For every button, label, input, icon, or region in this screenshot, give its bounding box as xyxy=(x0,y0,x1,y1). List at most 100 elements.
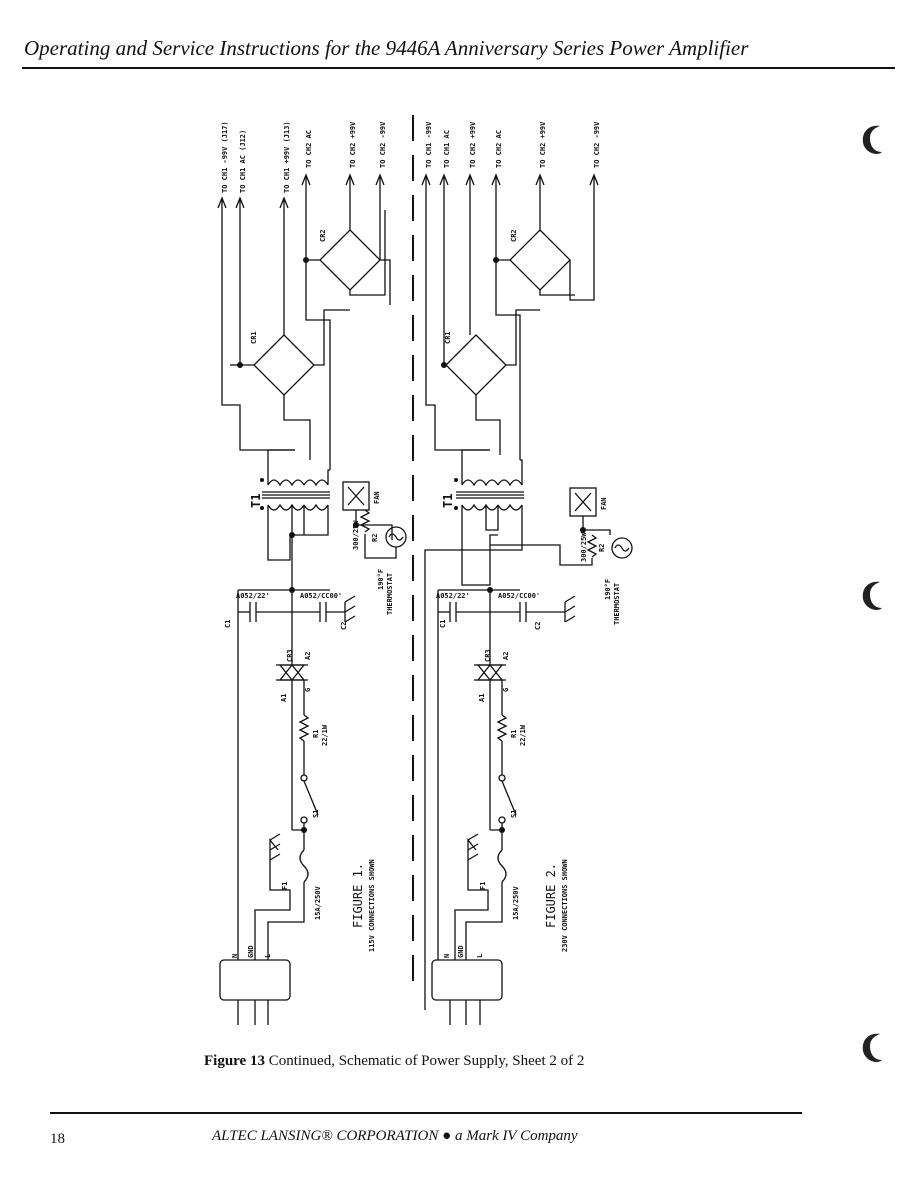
l-label: L xyxy=(264,954,272,958)
a2-label: A2 xyxy=(304,652,312,660)
r2-value: 300/25W xyxy=(580,532,588,562)
c1-value: A052/22' xyxy=(236,592,270,600)
bridge-rectifier-cr1 xyxy=(445,334,507,396)
gnd-label: GND xyxy=(457,945,465,958)
footer-rule xyxy=(50,1112,802,1114)
r2-value: 300/25W xyxy=(352,520,360,550)
triac-cr3 xyxy=(278,663,306,681)
a1-label: A1 xyxy=(280,694,288,702)
c1-label: C1 xyxy=(439,620,447,628)
n-label: N xyxy=(231,954,239,958)
switch-contact xyxy=(300,774,308,782)
page-number: 18 xyxy=(50,1131,65,1147)
figure-2-schematic: TO CH1 -99V TO CH1 AC TO CH2 +99V TO CH2… xyxy=(421,121,633,1025)
figure-1-title: FIGURE 1. xyxy=(351,863,365,928)
power-plug-icon xyxy=(219,959,291,1001)
figure-1-subtitle: 115V CONNECTIONS SHOWN xyxy=(368,859,376,952)
footer-company: ALTEC LANSING® CORPORATION ● a Mark IV C… xyxy=(212,1128,578,1144)
f1-value: 15A/250V xyxy=(314,885,322,920)
r1-value: 22/1W xyxy=(519,724,527,746)
f1-label: F1 xyxy=(281,882,289,890)
bridge-rectifier-cr1 xyxy=(253,334,315,396)
connector-arrow xyxy=(589,173,599,186)
ground-symbol xyxy=(564,595,576,623)
connector-arrow xyxy=(375,173,385,186)
power-supply-schematic: TO CH1 -99V (J17) TO CH1 AC (J12) TO CH1… xyxy=(217,115,633,1025)
binder-hole-icon xyxy=(862,581,882,610)
resistor-r2 xyxy=(359,509,371,533)
g-label: G xyxy=(502,688,510,692)
header-rule xyxy=(22,67,895,69)
connector-label: TO CH2 +99V xyxy=(469,121,477,168)
c2-value: A052/CC00' xyxy=(300,592,342,600)
a1-label: A1 xyxy=(478,694,486,702)
thermostat-label: THERMOSTAT xyxy=(386,573,394,615)
connector-arrow xyxy=(235,196,245,209)
binder-hole-icon xyxy=(862,125,882,154)
connector-label: TO CH2 +99V xyxy=(539,121,547,168)
connector-arrow xyxy=(345,173,355,186)
c1-label: C1 xyxy=(224,620,232,628)
connector-arrow xyxy=(279,196,289,209)
switch-s1 xyxy=(303,780,319,816)
connector-label: TO CH2 -99V xyxy=(593,121,601,168)
thermostat-icon xyxy=(611,537,633,559)
connector-arrow xyxy=(465,173,475,186)
triac-cr3 xyxy=(476,663,504,681)
fuse-f1 xyxy=(497,849,507,883)
figure-2-subtitle: 230V CONNECTIONS SHOWN xyxy=(561,859,569,952)
l-label: L xyxy=(476,954,484,958)
bridge-rectifier-cr2 xyxy=(509,229,571,291)
cr2-label: CR2 xyxy=(319,229,327,242)
fuse-f1 xyxy=(299,849,309,883)
c2-value: A052/CC00' xyxy=(498,592,540,600)
cr2-label: CR2 xyxy=(510,229,518,242)
transformer-secondary xyxy=(461,479,499,487)
c2-label: C2 xyxy=(340,622,348,630)
thermostat-temp: 190°F xyxy=(604,579,612,600)
connector-label: TO CH1 +99V (J13) xyxy=(283,121,291,193)
r2-label: R2 xyxy=(598,544,606,552)
cr3-label: CR3 xyxy=(484,649,492,662)
page-header: Operating and Service Instructions for t… xyxy=(24,36,749,60)
caption-text: Continued, Schematic of Power Supply, Sh… xyxy=(264,1053,585,1069)
connector-label: TO CH2 -99V xyxy=(379,121,387,168)
resistor-r1 xyxy=(298,714,310,742)
fan-label: FAN xyxy=(600,497,608,510)
fan-label: FAN xyxy=(373,491,381,504)
connector-label: TO CH2 AC xyxy=(305,130,313,168)
caption-label: Figure 13 xyxy=(204,1053,265,1069)
thermostat-label: THERMOSTAT xyxy=(613,583,621,625)
t1-label: T1 xyxy=(249,494,263,508)
resistor-r2 xyxy=(586,534,598,558)
n-label: N xyxy=(443,954,451,958)
t1-label: T1 xyxy=(441,494,455,508)
transformer-primary xyxy=(267,503,305,511)
f1-label: F1 xyxy=(479,882,487,890)
figure-caption: Figure 13 Continued, Schematic of Power … xyxy=(204,1053,584,1070)
connector-label: TO CH1 -99V xyxy=(425,121,433,168)
connector-label: TO CH1 -99V (J17) xyxy=(221,121,229,193)
r1-label: R1 xyxy=(312,730,320,738)
connector-label: TO CH1 AC (J12) xyxy=(239,130,247,193)
connector-arrow xyxy=(217,196,227,209)
connector-arrow xyxy=(421,173,431,186)
transformer-primary xyxy=(461,503,499,511)
a2-label: A2 xyxy=(502,652,510,660)
c1-value: A052/22' xyxy=(436,592,470,600)
switch-contact xyxy=(498,816,506,824)
g-label: G xyxy=(304,688,312,692)
transformer-secondary xyxy=(267,479,305,487)
ground-symbol xyxy=(344,595,356,623)
f1-value: 15A/250V xyxy=(512,885,520,920)
connector-label: TO CH2 +99V xyxy=(349,121,357,168)
r2-label: R2 xyxy=(371,534,379,542)
r1-label: R1 xyxy=(510,730,518,738)
figure-1-schematic: TO CH1 -99V (J17) TO CH1 AC (J12) TO CH1… xyxy=(217,121,407,1025)
resistor-r1 xyxy=(496,714,508,742)
connector-arrow xyxy=(491,173,501,186)
cr1-label: CR1 xyxy=(444,331,452,344)
switch-contact xyxy=(300,816,308,824)
r1-value: 22/1W xyxy=(321,724,329,746)
cr3-label: CR3 xyxy=(286,649,294,662)
